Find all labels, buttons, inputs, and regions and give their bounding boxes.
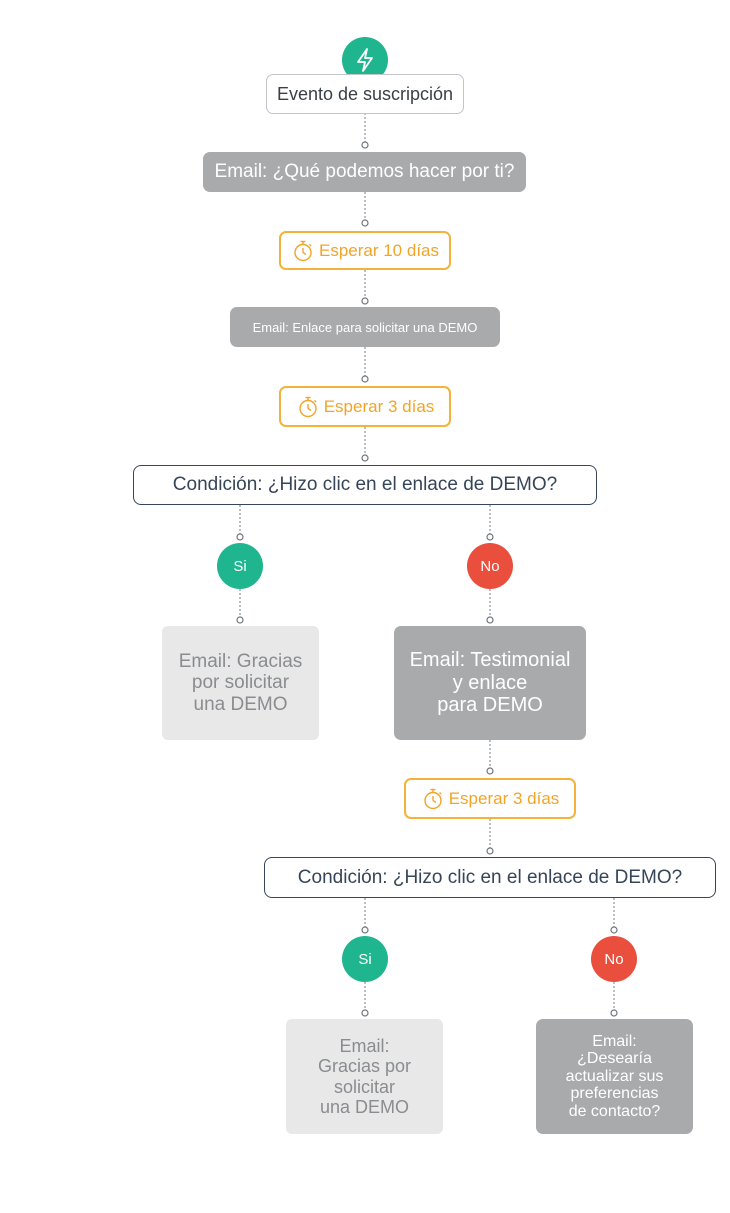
email-label-line: preferencias (570, 1085, 659, 1103)
email-label-line: actualizar sus (565, 1067, 664, 1085)
wait-node[interactable]: Esperar 3 días (404, 778, 576, 819)
connector-dot (361, 375, 369, 383)
email-label-line: una DEMO (193, 693, 288, 715)
connector-dot (361, 926, 369, 934)
connector-dot (486, 533, 494, 541)
condition-label: Condición: ¿Hizo clic en el enlace de DE… (172, 474, 558, 495)
email-node-testimonial[interactable]: Email: Testimonial y enlace para DEMO (394, 626, 586, 740)
email-label-line: una DEMO (319, 1096, 410, 1117)
email-label-line: Gracias por (317, 1056, 412, 1077)
connector-dot (361, 297, 369, 305)
stopwatch-icon (294, 240, 312, 261)
email-label: Email: ¿Qué podemos hacer por ti? (214, 161, 515, 182)
wait-label: Esperar 10 días (318, 240, 439, 260)
email-node-thanks[interactable]: Email: Gracias por solicitar una DEMO (286, 1019, 443, 1134)
email-label-line: Email: (339, 1036, 390, 1057)
yes-branch-badge[interactable]: Si (342, 936, 388, 982)
connector-dot (361, 219, 369, 227)
email-label-line: de contacto? (568, 1102, 661, 1120)
wait-label: Esperar 3 días (448, 788, 560, 808)
wait-label: Esperar 3 días (323, 396, 435, 416)
connector-dot (486, 767, 494, 775)
connector-dot (486, 616, 494, 624)
email-label-line: Email: Gracias (178, 651, 303, 673)
email-label-line: y enlace (452, 671, 528, 694)
email-label: Email: Enlace para solicitar una DEMO (252, 319, 478, 335)
connector-dot (236, 533, 244, 541)
connector-dot (610, 1009, 618, 1017)
no-label: No (480, 557, 500, 575)
email-node[interactable]: Email: ¿Qué podemos hacer por ti? (203, 152, 526, 192)
connector-dot (486, 847, 494, 855)
email-node-thanks[interactable]: Email: Gracias por solicitar una DEMO (162, 626, 319, 740)
yes-label: Si (233, 557, 247, 575)
yes-label: Si (358, 950, 372, 968)
connector-dot (361, 141, 369, 149)
email-label-line: por solicitar (191, 672, 290, 694)
no-branch-badge[interactable]: No (591, 936, 637, 982)
connector-dot (361, 454, 369, 462)
condition-node[interactable]: Condición: ¿Hizo clic en el enlace de DE… (133, 465, 597, 505)
email-node-preferences[interactable]: Email: ¿Desearía actualizar sus preferen… (536, 1019, 693, 1134)
email-label-line: solicitar (333, 1076, 395, 1097)
stopwatch-icon (424, 788, 442, 809)
email-label-line: ¿Desearía (577, 1050, 652, 1068)
email-label-line: para DEMO (437, 694, 543, 717)
condition-node[interactable]: Condición: ¿Hizo clic en el enlace de DE… (264, 857, 716, 898)
trigger-event-node[interactable]: Evento de suscripción (266, 74, 464, 114)
connector-dot (610, 926, 618, 934)
email-node[interactable]: Email: Enlace para solicitar una DEMO (230, 307, 500, 347)
condition-label: Condición: ¿Hizo clic en el enlace de DE… (297, 866, 683, 888)
no-label: No (604, 950, 624, 968)
connector-dot (361, 1009, 369, 1017)
connector-dot (236, 616, 244, 624)
trigger-label: Evento de suscripción (276, 83, 454, 104)
email-label-line: Email: (592, 1032, 637, 1050)
wait-node[interactable]: Esperar 3 días (279, 386, 451, 427)
email-label-line: Email: Testimonial (409, 649, 571, 672)
no-branch-badge[interactable]: No (467, 543, 513, 589)
wait-node[interactable]: Esperar 10 días (279, 231, 451, 270)
stopwatch-icon (299, 396, 317, 417)
yes-branch-badge[interactable]: Si (217, 543, 263, 589)
